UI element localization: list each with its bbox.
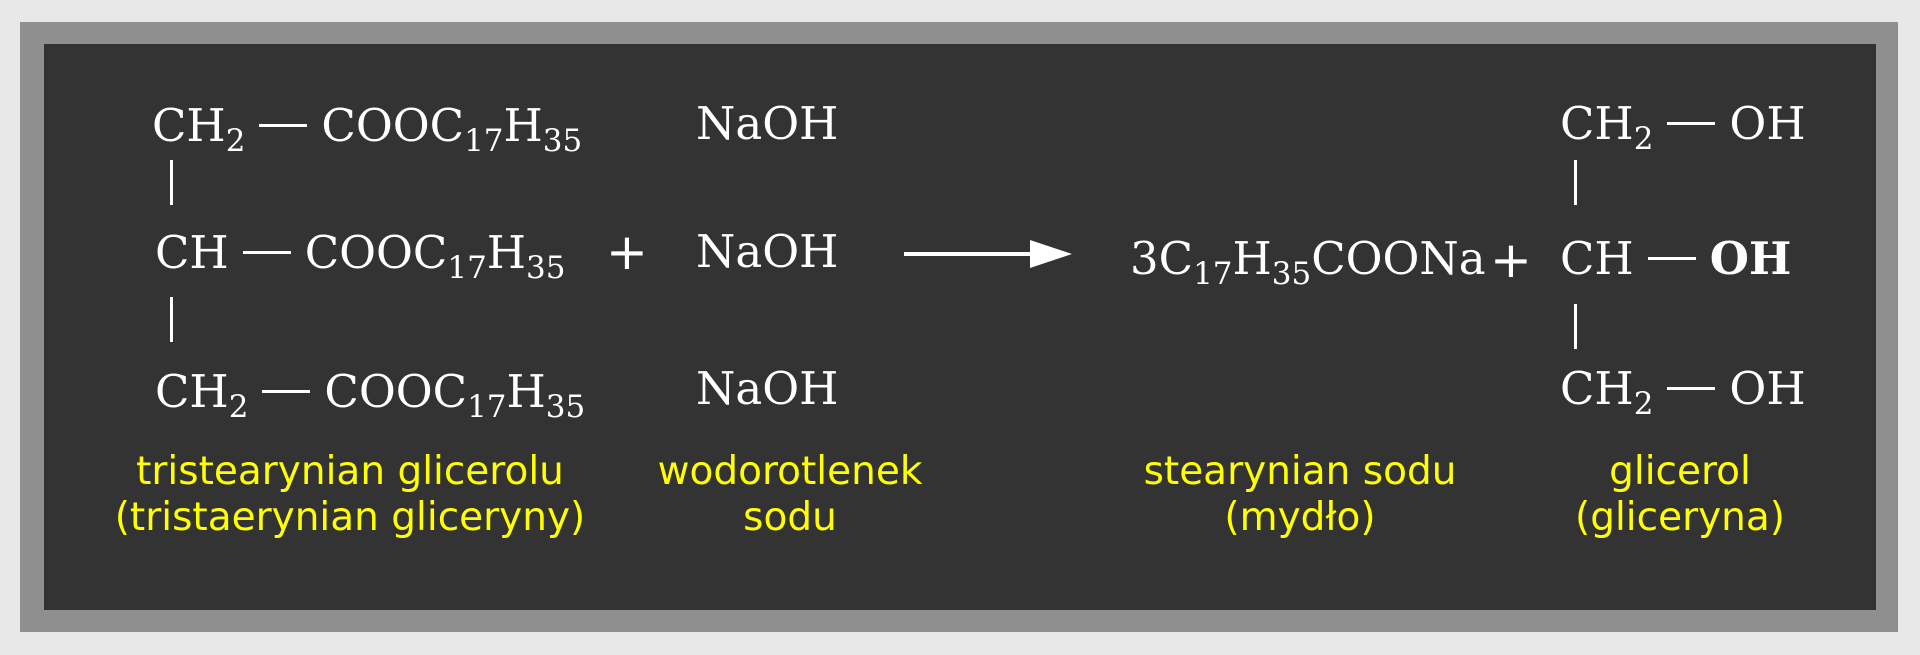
naoh-2: NaOH <box>696 225 839 278</box>
vertical-bond <box>170 297 173 342</box>
vertical-bond <box>1574 160 1577 205</box>
single-bond <box>1667 122 1716 125</box>
single-bond <box>259 124 308 127</box>
plus-sign: + <box>1490 231 1532 289</box>
naoh-1: NaOH <box>696 97 839 150</box>
naoh-3: NaOH <box>696 362 839 415</box>
single-bond <box>1667 387 1716 390</box>
glycerol-label: glicerol (gliceryna) <box>1574 449 1786 540</box>
soap-label: stearynian sodu (mydło) <box>1143 449 1457 540</box>
single-bond <box>262 390 311 393</box>
reaction-arrow <box>904 240 1072 268</box>
base-label: wodorotlenek sodu <box>657 449 923 540</box>
soap-formula: 3C17H35COONa <box>1130 232 1486 292</box>
vertical-bond <box>1574 304 1577 349</box>
single-bond <box>242 251 291 254</box>
single-bond <box>1647 257 1696 260</box>
chalkboard <box>44 44 1876 610</box>
plus-sign: + <box>606 223 648 281</box>
reactant-label: tristearynian glicerolu (tristaerynian g… <box>114 449 586 540</box>
vertical-bond <box>170 160 173 205</box>
